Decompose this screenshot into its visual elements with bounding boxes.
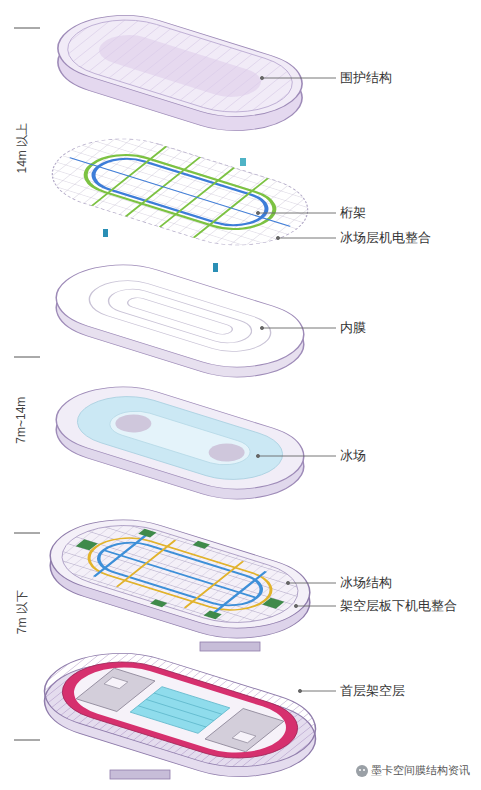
watermark-icon	[356, 765, 368, 777]
rink-structure-layer	[23, 506, 337, 651]
level-ticks	[14, 28, 40, 740]
ground-floor-layer	[16, 639, 344, 790]
part-name: 首层架空层	[340, 683, 405, 699]
truss-layer	[26, 126, 334, 272]
part-name: 冰场	[340, 448, 366, 464]
inner-membrane-layer	[31, 253, 328, 390]
part-name: 架空层板下机电整合	[340, 598, 457, 614]
part-name: 内膜	[340, 320, 366, 336]
part-name: 围护结构	[340, 70, 392, 86]
envelope-layer	[33, 3, 327, 143]
part-name: 冰场层机电整合	[340, 230, 431, 246]
leader-lines	[256, 76, 336, 692]
watermark: 墨卡空间膜结构资讯	[371, 764, 470, 777]
part-name: 桁架	[340, 205, 366, 221]
part-name: 冰场结构	[340, 575, 392, 591]
level-range: 7m~14m	[15, 396, 29, 443]
level-range: 14m 以上	[15, 123, 29, 174]
level-range: 7m 以下	[15, 590, 29, 634]
ice-rink-layer	[31, 375, 328, 512]
